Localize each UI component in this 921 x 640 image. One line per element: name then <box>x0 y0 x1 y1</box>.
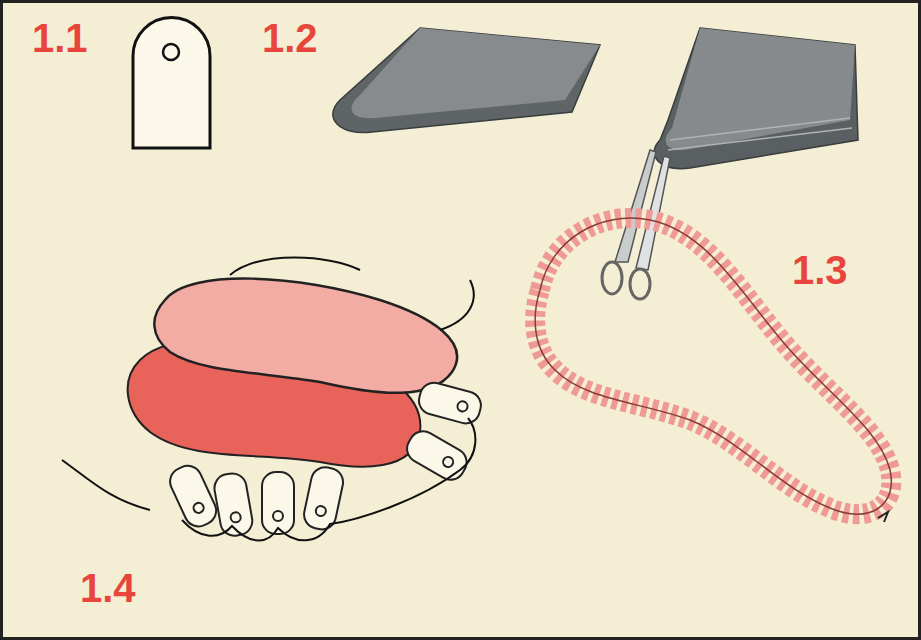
figure-number: 1.1 <box>32 18 88 58</box>
thread <box>230 258 474 331</box>
tab <box>416 380 484 427</box>
scissor-ring <box>602 262 622 294</box>
tab-hole <box>273 511 283 521</box>
tabs <box>165 380 484 538</box>
figure-number: 1.2 <box>262 18 318 58</box>
thread <box>182 418 475 541</box>
tab-hole <box>192 501 205 514</box>
tag-hole <box>163 44 179 60</box>
tab-hole <box>230 512 242 524</box>
tab <box>262 472 294 534</box>
tab <box>165 461 220 531</box>
figure-number: 1.4 <box>80 568 136 608</box>
thread <box>62 460 150 510</box>
tag-pattern <box>133 18 210 149</box>
fabric-stack <box>654 28 858 169</box>
ruffle-thread <box>535 218 891 514</box>
fabric-stack-top <box>666 28 855 150</box>
scissor-ring <box>630 269 650 299</box>
figure-number: 1.3 <box>792 250 848 290</box>
tab <box>402 426 472 485</box>
folded-fabric <box>333 28 600 133</box>
tab-hole <box>315 505 327 517</box>
folded-fabric-top <box>352 28 600 118</box>
thread-end <box>878 512 888 522</box>
tab-hole <box>441 455 455 469</box>
insole <box>154 279 457 393</box>
tab-hole <box>456 400 468 412</box>
fabric-layers <box>668 118 852 150</box>
ruffle-strip <box>535 218 891 514</box>
